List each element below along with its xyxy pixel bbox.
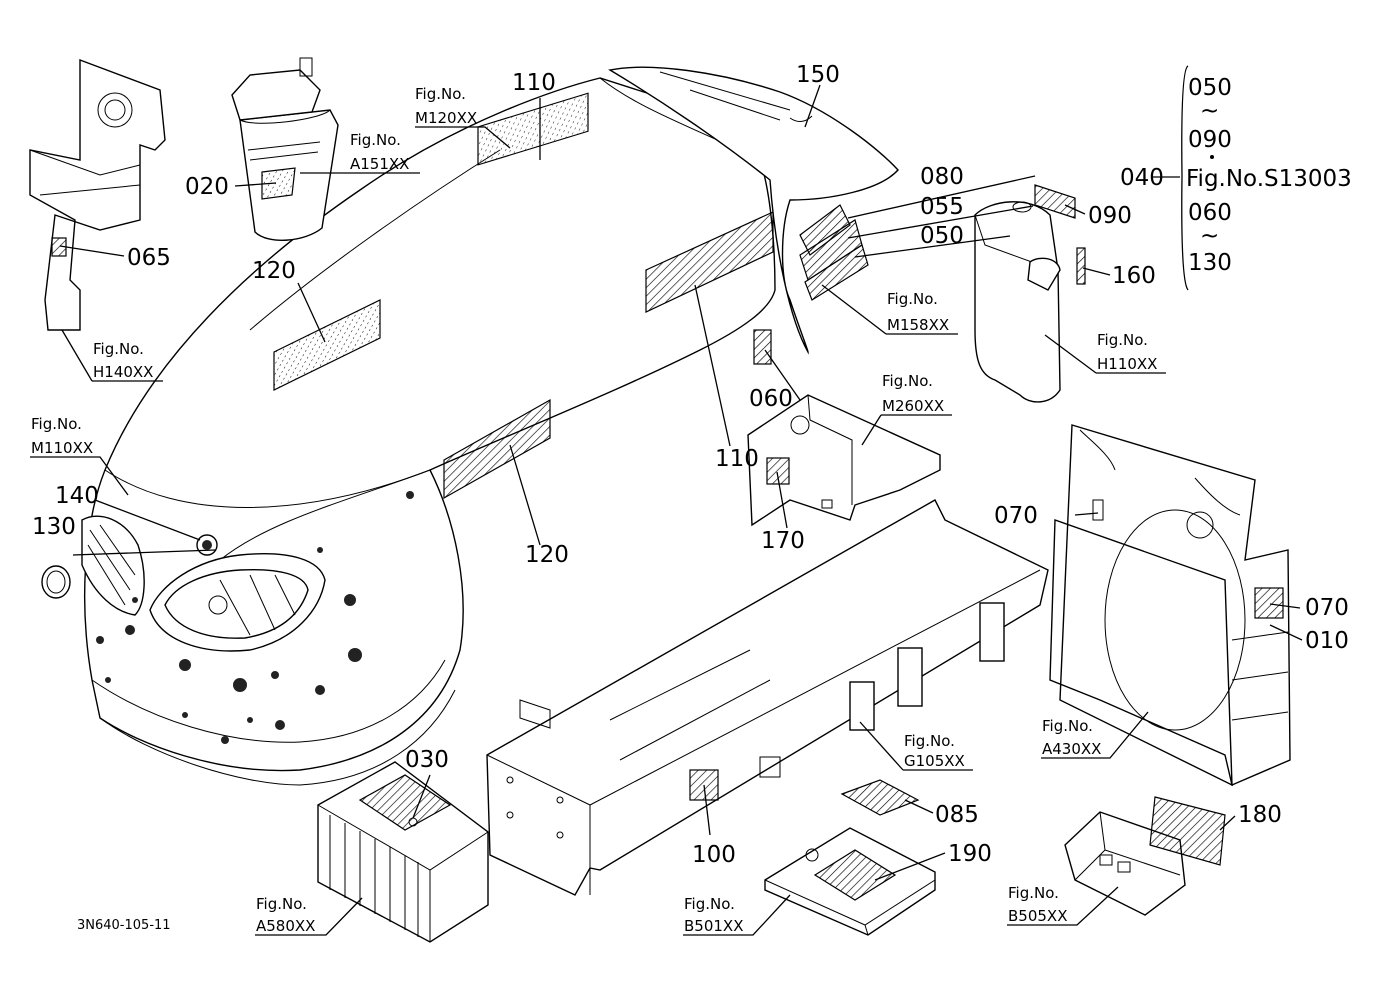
callout-080: 080 xyxy=(920,164,964,190)
range-130: 130 xyxy=(1188,250,1232,276)
callout-090-side: 090 xyxy=(1088,203,1132,229)
fig-ref-a580: A580XX xyxy=(256,917,315,935)
callout-160: 160 xyxy=(1112,263,1156,289)
callout-030: 030 xyxy=(405,747,449,773)
fig-label-a151: Fig.No. xyxy=(350,131,401,149)
callout-020: 020 xyxy=(185,174,229,200)
rear-bonnet xyxy=(608,66,899,355)
fig-ref-h110: H110XX xyxy=(1097,355,1157,373)
bracket-h140 xyxy=(29,58,166,331)
decal-110-side xyxy=(645,211,774,313)
callout-140: 140 xyxy=(55,483,99,509)
paint-splatter xyxy=(96,491,414,744)
callout-numbers: 110 150 080 055 050 090 160 040 020 065 … xyxy=(32,62,1349,868)
fig-label-m158: Fig.No. xyxy=(887,290,938,308)
fig-label-a580: Fig.No. xyxy=(256,895,307,913)
fig-label-m120: Fig.No. xyxy=(415,85,466,103)
side-cover-h110 xyxy=(974,184,1086,403)
fig-ref-h140: H140XX xyxy=(93,363,153,381)
range-060: 060 xyxy=(1188,200,1232,226)
callout-170: 170 xyxy=(761,528,805,554)
fig-ref-a151: A151XX xyxy=(350,155,409,173)
range-090: 090 xyxy=(1188,127,1232,153)
fig-label-m260: Fig.No. xyxy=(882,372,933,390)
callout-070-right: 070 xyxy=(1305,595,1349,621)
callout-010: 010 xyxy=(1305,628,1349,654)
decal-060-hood xyxy=(753,329,772,365)
callout-070-left: 070 xyxy=(994,503,1038,529)
callout-120-top: 120 xyxy=(252,258,296,284)
diagram-code: 3N640-105-11 xyxy=(77,918,171,933)
range-050: 050 xyxy=(1188,75,1232,101)
callout-150: 150 xyxy=(796,62,840,88)
callout-040: 040 xyxy=(1120,165,1164,191)
decal-110-top xyxy=(477,92,589,166)
decal-120-top xyxy=(273,299,381,391)
callout-100: 100 xyxy=(692,842,736,868)
fig-ref-a430: A430XX xyxy=(1042,740,1101,758)
callout-050-side: 050 xyxy=(920,223,964,249)
range-note: 050 ~ 090 Fig.No.S13003 060 ~ 130 xyxy=(1186,75,1352,276)
callout-180: 180 xyxy=(1238,802,1282,828)
decal-120-side xyxy=(443,398,551,500)
callout-110-top: 110 xyxy=(512,70,556,96)
fig-label-m110: Fig.No. xyxy=(31,415,82,433)
fig-ref-m110: M110XX xyxy=(31,439,93,457)
fig-ref-g105: G105XX xyxy=(904,752,965,770)
range-fig-no: Fig.No.S13003 xyxy=(1186,166,1352,192)
callout-110-side: 110 xyxy=(715,446,759,472)
frame-g105 xyxy=(486,499,1049,896)
fig-ref-b505: B505XX xyxy=(1008,907,1067,925)
fig-ref-b501: B501XX xyxy=(684,917,743,935)
leader-lines xyxy=(30,84,1303,936)
fig-ref-m260: M260XX xyxy=(882,397,944,415)
callout-060-hood: 060 xyxy=(749,386,793,412)
fig-label-b505: Fig.No. xyxy=(1008,884,1059,902)
controller-b501 xyxy=(764,779,936,936)
connector-b505 xyxy=(1064,796,1226,916)
battery-a580 xyxy=(317,761,489,943)
callout-190: 190 xyxy=(948,841,992,867)
callout-120-side: 120 xyxy=(525,542,569,568)
fig-label-g105: Fig.No. xyxy=(904,732,955,750)
range-bracket xyxy=(1181,65,1189,291)
fig-ref-m120: M120XX xyxy=(415,109,477,127)
figure-references: Fig.No. M120XX Fig.No. A151XX Fig.No. H1… xyxy=(31,85,1157,935)
fig-ref-m158: M158XX xyxy=(887,316,949,334)
lamp-130 xyxy=(41,565,71,599)
range-sep-1: ~ xyxy=(1200,98,1219,124)
fig-label-b501: Fig.No. xyxy=(684,895,735,913)
callout-130: 130 xyxy=(32,514,76,540)
fuel-filter xyxy=(231,57,339,241)
callout-085: 085 xyxy=(935,802,979,828)
hood-panel xyxy=(81,77,776,786)
fig-label-h140: Fig.No. xyxy=(93,340,144,358)
callout-055: 055 xyxy=(920,194,964,220)
radiator-shroud xyxy=(1049,424,1291,787)
range-sep-2: ~ xyxy=(1200,223,1219,249)
callout-065: 065 xyxy=(127,245,171,271)
fig-label-h110: Fig.No. xyxy=(1097,331,1148,349)
fig-label-a430: Fig.No. xyxy=(1042,717,1093,735)
